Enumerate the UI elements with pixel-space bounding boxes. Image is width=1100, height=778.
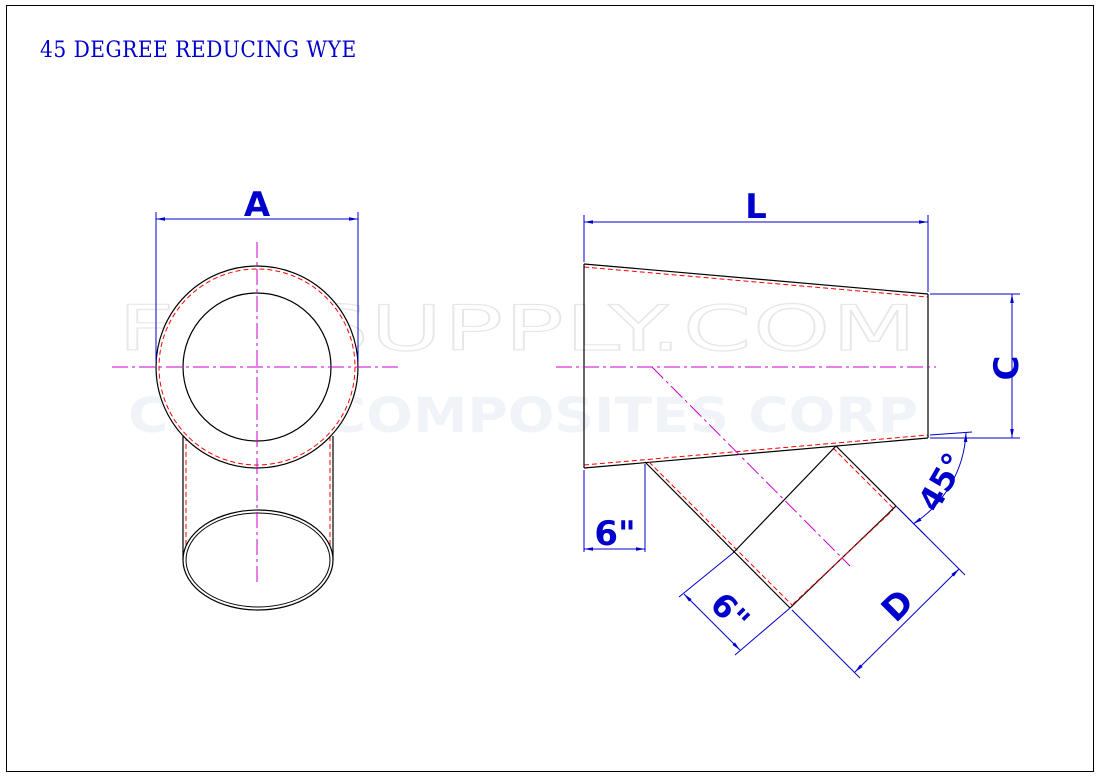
branch-centerline xyxy=(651,366,851,567)
dim-d-ext-2 xyxy=(897,507,966,576)
body-bottom-hidden xyxy=(583,434,929,466)
dim-6-branch-label: 6" xyxy=(703,585,757,639)
body-bottom-edge xyxy=(583,437,929,469)
branch-right-edge xyxy=(835,445,897,507)
branch-end-outer xyxy=(182,509,334,611)
dim-l-label: L xyxy=(745,187,767,227)
dim-6-branch-ext-2 xyxy=(734,607,791,656)
branch-end-hidden xyxy=(792,509,894,605)
angle-arc xyxy=(912,432,968,525)
branch-right-hidden xyxy=(832,447,894,509)
end-view: A xyxy=(112,185,402,611)
branch-left-hidden xyxy=(648,461,794,607)
dim-c-label: C xyxy=(987,356,1027,381)
dim-d-line xyxy=(854,568,960,673)
dim-a-label: A xyxy=(244,185,271,225)
body-top-edge xyxy=(583,263,929,295)
drawing-title: 45 DEGREE REDUCING WYE xyxy=(40,38,357,63)
angle-label: 45° xyxy=(910,446,973,517)
dim-d-label: D xyxy=(874,582,922,630)
branch-end-inner xyxy=(185,512,331,608)
body-top-hidden xyxy=(583,266,929,298)
dim-6-branch-ext-1 xyxy=(678,552,734,598)
drawing-frame xyxy=(6,5,1094,772)
dim-d-ext-1 xyxy=(791,609,861,679)
dim-6-branch-line xyxy=(683,593,741,651)
branch-collar-line xyxy=(732,445,837,554)
branch-left-edge xyxy=(644,461,791,609)
dim-6-main-label: 6" xyxy=(594,514,635,554)
